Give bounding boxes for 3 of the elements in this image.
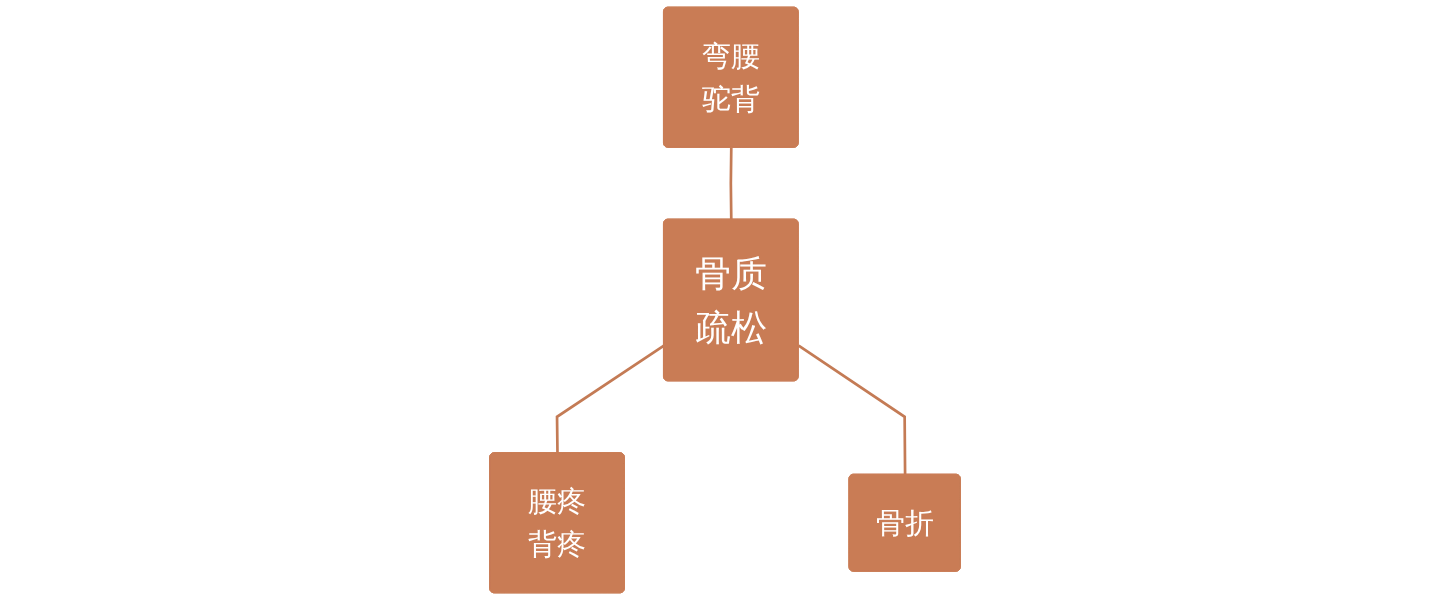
connector	[797, 344, 907, 475]
connector	[729, 147, 733, 220]
connector	[555, 344, 665, 454]
